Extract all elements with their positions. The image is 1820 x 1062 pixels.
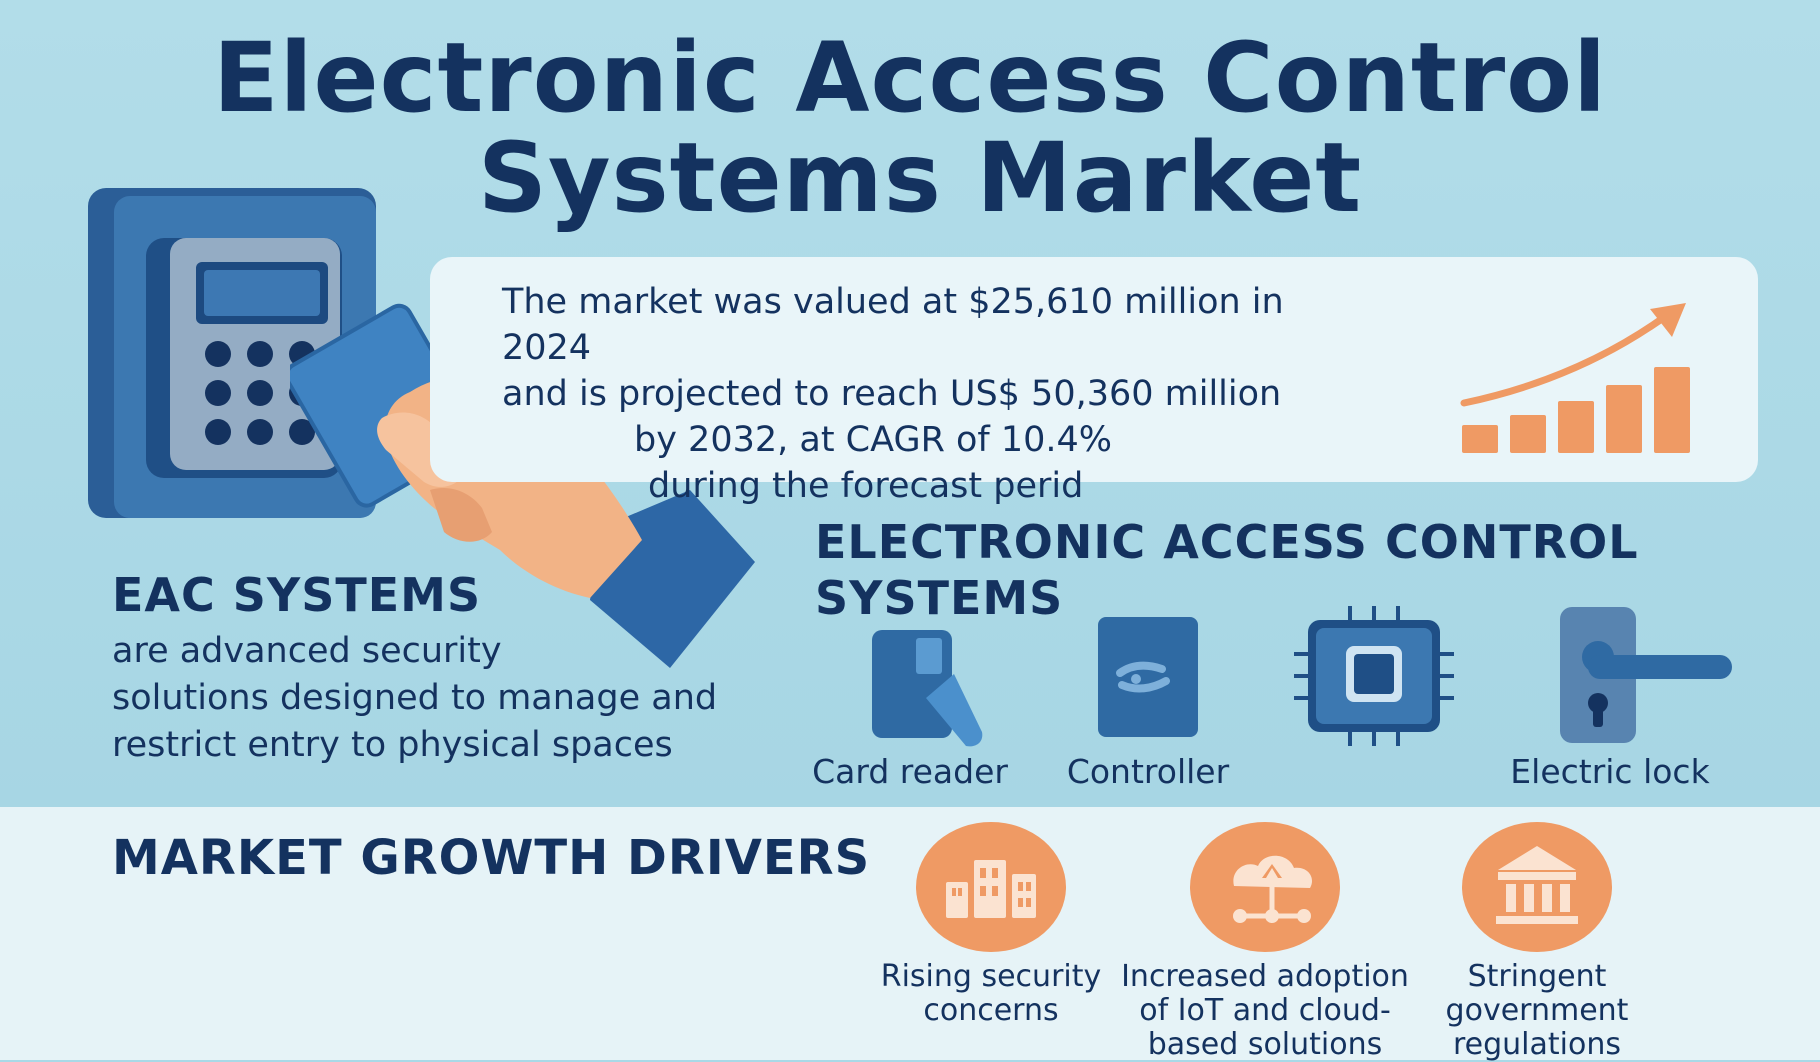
title-line-2: Systems Market	[477, 122, 1363, 234]
card-reader-label: Card reader	[812, 752, 1008, 791]
market-stat-panel: The market was valued at $25,610 million…	[430, 257, 1758, 506]
driver-label-regulations-line-3: regulations	[1452, 1027, 1621, 1062]
components-heading: ELECTRONIC ACCESS CONTROL SYSTEMS	[815, 514, 1745, 626]
eac-description-line-1: are advanced security	[112, 631, 502, 671]
keypad-icon	[88, 188, 376, 518]
stat-line-1: The market was valued at $25,610 million…	[502, 282, 1284, 368]
driver-label-regulations-line-2: government	[1445, 993, 1629, 1028]
electric-lock-icon	[1556, 605, 1736, 745]
eac-description: are advanced security solutions designed…	[112, 628, 792, 769]
card-reader-icon	[870, 628, 990, 750]
page-title: Electronic Access Control Systems Market	[0, 28, 1820, 228]
drivers-heading: MARKET GROWTH DRIVERS	[112, 830, 871, 886]
cloud-network-icon	[1190, 822, 1340, 952]
driver-label-regulations-line-1: Stringent	[1467, 959, 1607, 994]
chip-icon	[1294, 606, 1454, 746]
growth-chart-icon	[1450, 297, 1700, 467]
government-building-icon	[1462, 822, 1612, 952]
driver-label-security: Rising security concerns	[846, 960, 1136, 1028]
driver-label-security-line-1: Rising security	[880, 959, 1102, 994]
eac-heading: EAC SYSTEMS	[112, 568, 482, 622]
stat-line-4: during the forecast perid	[648, 466, 1084, 506]
controller-icon	[1096, 615, 1200, 739]
stat-line-3: by 2032, at CAGR of 10.4%	[634, 420, 1113, 460]
driver-label-iot-cloud-line-1: Increased adoption	[1121, 959, 1409, 994]
buildings-icon	[916, 822, 1066, 952]
eac-description-line-2: solutions designed to manage and	[112, 678, 718, 718]
components-heading-line-2: SYSTEMS	[815, 571, 1064, 625]
driver-label-regulations: Stringent government regulations	[1392, 960, 1682, 1062]
driver-label-iot-cloud-line-3: based solutions	[1147, 1027, 1383, 1062]
market-stat-text: The market was valued at $25,610 million…	[502, 279, 1342, 509]
electric-lock-label: Electric lock	[1510, 752, 1710, 791]
driver-label-security-line-2: concerns	[923, 993, 1059, 1028]
title-line-1: Electronic Access Control	[212, 22, 1608, 134]
stat-line-2: and is projected to reach US$ 50,360 mil…	[502, 374, 1282, 414]
components-heading-line-1: ELECTRONIC ACCESS CONTROL	[815, 515, 1639, 569]
eac-description-line-3: restrict entry to physical spaces	[112, 725, 673, 765]
controller-label: Controller	[1066, 752, 1230, 791]
driver-label-iot-cloud: Increased adoption of IoT and cloud- bas…	[1120, 960, 1410, 1062]
driver-label-iot-cloud-line-2: of IoT and cloud-	[1139, 993, 1391, 1028]
